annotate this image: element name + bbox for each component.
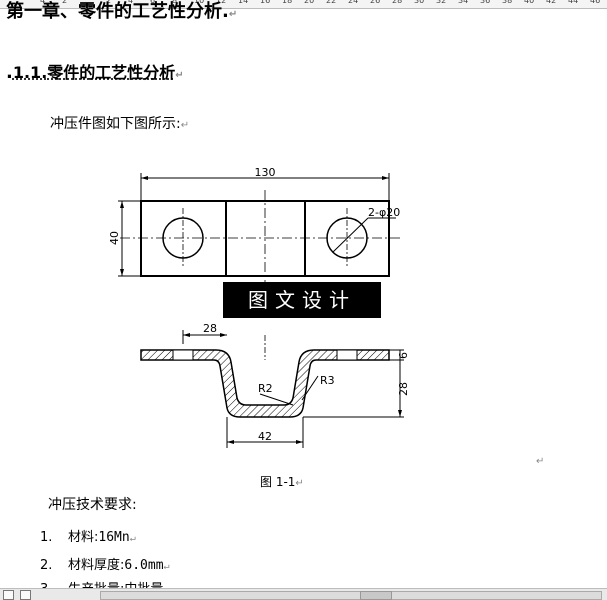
- ruler-number: 10: [194, 0, 205, 5]
- dim-thickness: 6: [397, 352, 410, 359]
- requirements-heading-text: 冲压技术要求:: [48, 497, 137, 513]
- radius-inner: R2: [258, 382, 273, 395]
- ruler-number: 46: [590, 0, 601, 5]
- section-title: 零件的工艺性分析: [47, 63, 176, 82]
- watermark-banner: 图文设计: [223, 282, 381, 318]
- dim-depth: 28: [397, 382, 410, 396]
- paragraph-mark: ↵: [228, 9, 238, 20]
- ruler-number: 6: [150, 0, 156, 5]
- bullet-dot: .: [6, 62, 13, 83]
- ruler-number: 12: [216, 0, 227, 5]
- paragraph-mark: ↵: [536, 456, 545, 467]
- dim-height: 40: [108, 231, 121, 245]
- hole-right: [326, 217, 368, 259]
- ruler-number: 42: [546, 0, 557, 5]
- list-item-number: 1.: [40, 530, 53, 545]
- figure-caption-text: 图 1-1: [260, 475, 296, 489]
- ruler-number: 40: [524, 0, 535, 5]
- ruler-number: 32: [436, 0, 447, 5]
- ruler-number: 28: [392, 0, 403, 5]
- ruler-number: 34: [458, 0, 469, 5]
- status-bar: [0, 588, 607, 600]
- dim-top-width: 130: [255, 166, 276, 179]
- ruler-number: 26: [370, 0, 381, 5]
- hole-left: [162, 217, 204, 259]
- dim-bottom: 42: [258, 430, 272, 443]
- paragraph-mark: ↵: [129, 533, 136, 544]
- list-item: 2. 材料厚度:6.0mm↵: [40, 554, 170, 573]
- list-item: 1. 材料:16Mn↵: [40, 526, 136, 545]
- ruler-number: 4: [128, 0, 134, 5]
- stamping-part-drawing: 130 2-φ20 40 28 6 28 42 R2 R3: [108, 166, 410, 448]
- radius-outer: R3: [320, 374, 335, 387]
- requirements-heading: 冲压技术要求:: [48, 496, 137, 514]
- ruler-number: 8: [172, 0, 178, 5]
- ruler-number: 30: [414, 0, 425, 5]
- list-item-label: 材料厚度:: [68, 558, 125, 573]
- ruler-number: 18: [282, 0, 293, 5]
- list-item-value: 16Mn: [98, 530, 130, 545]
- list-item-number: 2.: [40, 558, 53, 573]
- paragraph-mark: ↵: [163, 561, 170, 572]
- ruler-number: 4: [40, 0, 46, 5]
- list-item-label: 材料:: [68, 530, 99, 545]
- chapter-heading: 第一章、零件的工艺性分析.↵: [6, 2, 237, 25]
- dim-flange: 28: [203, 322, 217, 335]
- ruler-number: 14: [238, 0, 249, 5]
- intro-paragraph: 冲压件图如下图所示:↵: [50, 115, 189, 135]
- paragraph-mark: ↵: [180, 120, 190, 131]
- paragraph-mark: ↵: [175, 70, 184, 81]
- ruler-number: 16: [260, 0, 271, 5]
- paragraph-mark: ↵: [295, 478, 304, 489]
- ruler-number: 36: [480, 0, 491, 5]
- ruler-number: 24: [348, 0, 359, 5]
- section-number: 1.1.: [12, 63, 48, 82]
- section-heading: .1.1.零件的工艺性分析↵: [6, 62, 184, 87]
- ruler-number: 22: [326, 0, 337, 5]
- ruler-number: 2: [62, 0, 68, 5]
- intro-text: 冲压件图如下图所示:: [50, 116, 181, 132]
- chapter-heading-text: 第一章、零件的工艺性分析.: [6, 1, 229, 22]
- list-item-value: 6.0mm: [124, 558, 164, 573]
- figure-caption: 图 1-1↵: [260, 473, 304, 490]
- ruler-number: 44: [568, 0, 579, 5]
- hole-note: 2-φ20: [368, 206, 400, 219]
- ruler-number: 38: [502, 0, 513, 5]
- ruler-number: 20: [304, 0, 315, 5]
- ruler-number: 2: [106, 0, 112, 5]
